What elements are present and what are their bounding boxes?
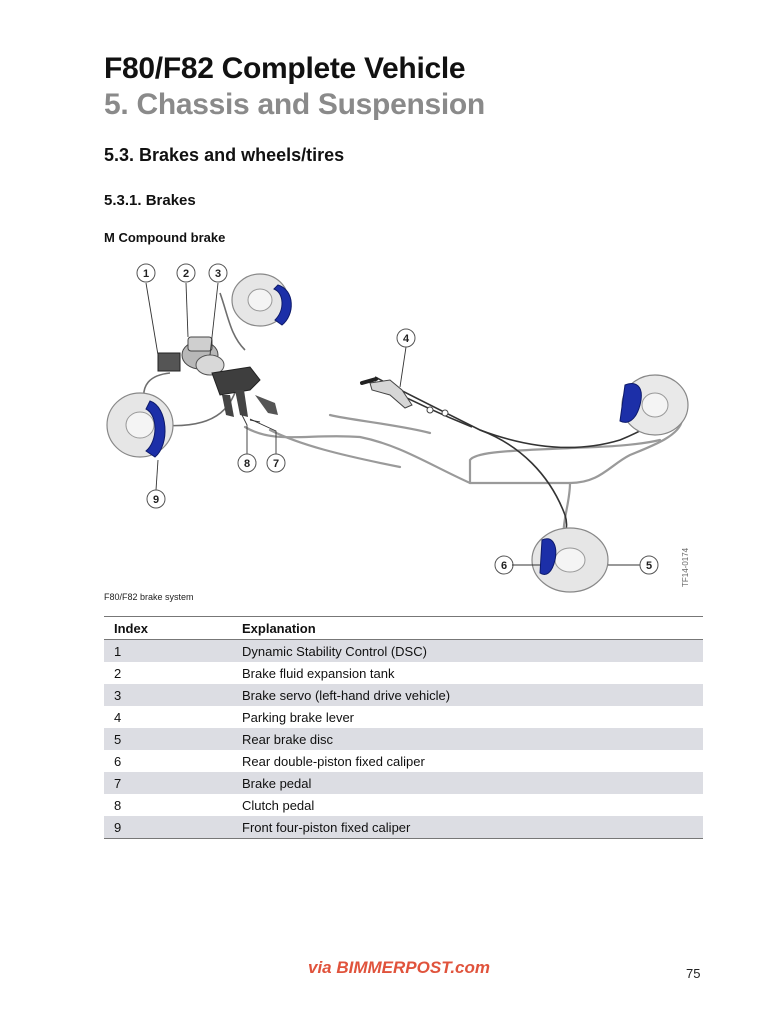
caliper	[273, 284, 292, 326]
callout-4: 4	[396, 328, 416, 348]
brake-system-diagram: 1 2 3 4 5 6 7 8 9 TF14-0174	[106, 263, 690, 593]
caliper	[539, 538, 557, 575]
svg-text:1: 1	[143, 268, 149, 280]
table-header-row: Index Explanation	[104, 616, 703, 640]
rear-right-brake	[619, 374, 689, 436]
brake-line	[328, 413, 432, 435]
callout-1: 1	[136, 263, 156, 283]
callout-7: 7	[266, 453, 286, 473]
svg-text:9: 9	[153, 494, 159, 506]
callout-6: 6	[494, 555, 514, 575]
document-title: F80/F82 Complete Vehicle	[104, 52, 466, 85]
section-heading: 5.3. Brakes and wheels/tires	[104, 145, 345, 165]
figure-caption: F80/F82 brake system	[104, 592, 194, 602]
callout-3: 3	[208, 263, 228, 283]
brake-line	[468, 438, 662, 485]
callouts: 1 2 3 4 5 6 7 8 9	[136, 263, 659, 575]
front-left-brake	[106, 392, 174, 458]
page-number: 75	[686, 966, 701, 981]
svg-text:6: 6	[501, 560, 507, 572]
brake-line	[219, 292, 246, 351]
svg-text:5: 5	[646, 560, 652, 572]
svg-text:2: 2	[183, 268, 189, 280]
chapter-title: 5. Chassis and Suspension	[104, 88, 485, 121]
caliper	[145, 400, 166, 458]
brake-line	[268, 428, 402, 469]
watermark: via BIMMERPOST.com	[308, 958, 490, 977]
caliper	[619, 383, 642, 423]
figure-code: TF14-0174	[681, 547, 690, 587]
parking-brake-lever	[360, 377, 449, 417]
callout-9: 9	[146, 489, 166, 509]
callout-2: 2	[176, 263, 196, 283]
subsection-heading: 5.3.1. Brakes	[104, 192, 196, 209]
svg-text:7: 7	[273, 458, 279, 470]
column-header-explanation: Explanation	[232, 616, 703, 640]
svg-text:8: 8	[244, 458, 250, 470]
brake-servo-assembly	[157, 336, 278, 417]
callout-8: 8	[237, 453, 257, 473]
svg-text:4: 4	[403, 333, 410, 345]
svg-text:3: 3	[215, 268, 221, 280]
callout-5: 5	[639, 555, 659, 575]
column-header-index: Index	[104, 616, 232, 640]
rear-left-brake	[531, 527, 609, 593]
figure-heading: M Compound brake	[104, 230, 226, 245]
brake-line	[243, 418, 684, 485]
front-right-brake	[231, 273, 292, 327]
